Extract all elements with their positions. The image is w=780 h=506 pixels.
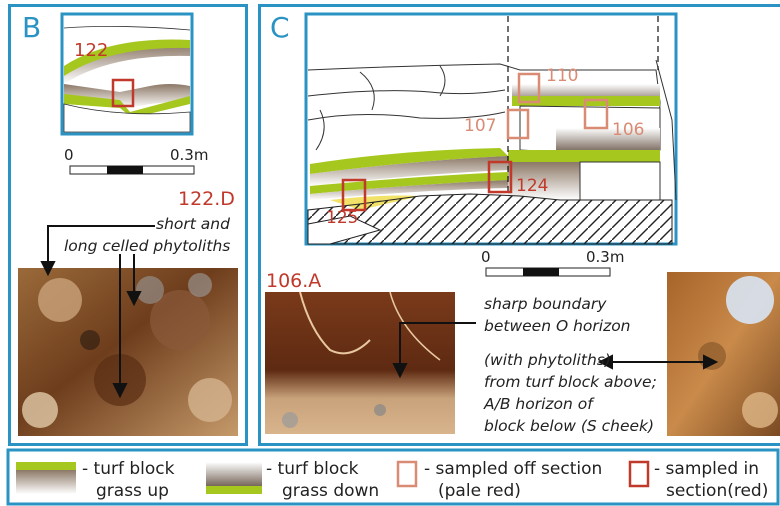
sample-label-125: 125 — [326, 208, 359, 228]
legend-swatch-grass-up — [16, 462, 76, 494]
sample-box-125 — [341, 178, 367, 212]
panel-c — [258, 4, 780, 446]
legend-off-section-line2: (pale red) — [438, 481, 521, 501]
legend-grass-down-line2: grass down — [282, 481, 380, 501]
scale-c-start: 0 — [481, 248, 491, 266]
legend-grass-up-line1: - turf block — [82, 459, 175, 479]
sample-label-107: 107 — [464, 116, 497, 136]
sample-box-110 — [517, 72, 541, 104]
panel-b — [8, 4, 248, 446]
annotation-boundary-line3: (with phytoliths) — [484, 351, 611, 369]
annotation-boundary-line6: block below (S cheek) — [484, 417, 655, 435]
sample-box-107 — [506, 108, 530, 140]
sample-label-106a: 106.A — [266, 270, 322, 292]
scale-c-end: 0.3m — [586, 248, 625, 266]
sample-label-106: 106 — [612, 120, 645, 140]
arrow-icon — [392, 322, 476, 379]
sample-box-124 — [487, 160, 513, 194]
legend-grass-down-line1: - turf block — [266, 459, 359, 479]
sample-box-106 — [583, 98, 609, 130]
annotation-phytoliths-line1: short and — [156, 215, 230, 233]
section-drawing-c — [304, 12, 678, 246]
panel-c-letter: C — [270, 11, 290, 44]
micrograph-106a — [265, 291, 455, 434]
annotation-boundary-line5: A/B horizon of — [484, 395, 593, 413]
legend-in-section-line1: - sampled in — [654, 459, 760, 479]
annotation-boundary-line1: sharp boundary — [484, 295, 607, 313]
arrow-icon — [40, 225, 155, 399]
legend-in-section-line2: section(red) — [666, 481, 769, 501]
inset-section-122 — [60, 12, 194, 136]
scale-b-start: 0 — [64, 146, 74, 164]
micrograph-122d — [18, 268, 238, 436]
panel-b-letter: B — [22, 11, 42, 44]
scale-bar-b — [69, 165, 195, 175]
double-arrow-icon — [597, 354, 719, 370]
annotation-phytoliths-line2: long celled phytoliths — [64, 237, 231, 255]
legend-grass-up-line2: grass up — [96, 481, 169, 501]
sample-box-122 — [111, 78, 135, 108]
sample-label-122: 122 — [74, 40, 109, 61]
legend-off-section-line1: - sampled off section — [424, 459, 603, 479]
sample-label-110: 110 — [546, 66, 579, 86]
sample-label-122d: 122.D — [178, 188, 235, 210]
legend-swatch-in-section — [628, 460, 650, 488]
micrograph-right — [667, 272, 780, 436]
sample-label-124: 124 — [516, 176, 549, 196]
annotation-boundary-line4: from turf block above; — [484, 373, 657, 391]
legend-swatch-off-section — [396, 460, 418, 488]
legend-swatch-grass-down — [206, 462, 262, 494]
legend-frame — [6, 448, 780, 506]
scale-bar-c — [485, 267, 611, 277]
scale-b-end: 0.3m — [170, 146, 209, 164]
annotation-boundary-line2: between O horizon — [484, 317, 631, 335]
